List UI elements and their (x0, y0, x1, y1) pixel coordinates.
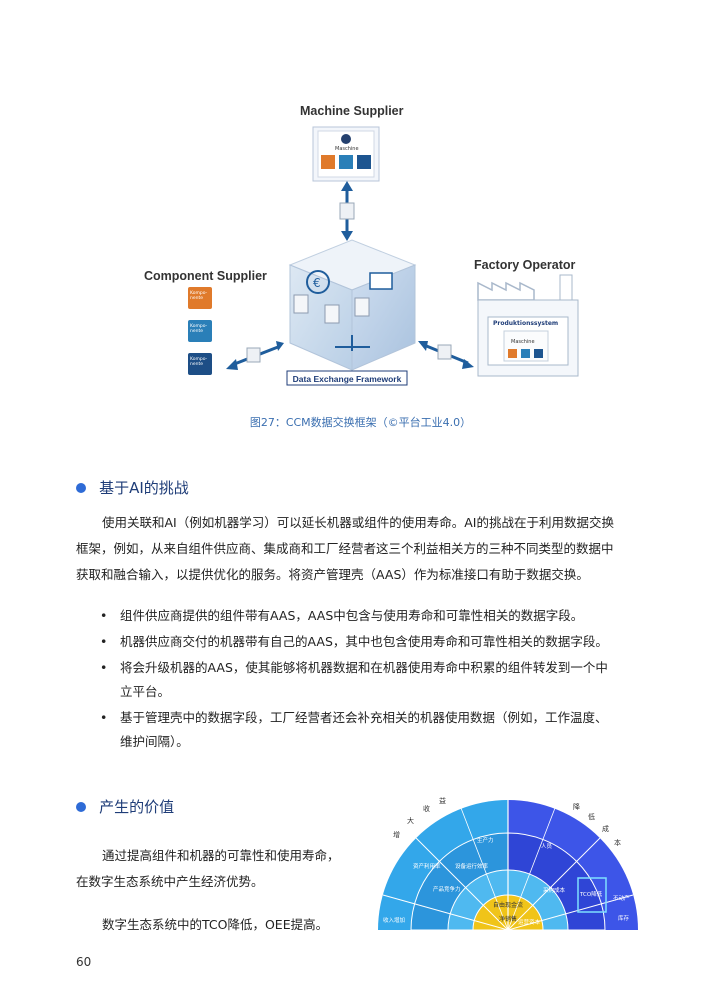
right-exchange-arrow (418, 341, 474, 369)
machine-label: Maschine (335, 146, 359, 152)
bullet-text: 维护间隔）。 (120, 734, 189, 749)
framework-label: Data Exchange Framework (293, 374, 402, 384)
arc-label: 成 (602, 825, 609, 833)
para-line: 获取和融合输入，以提供优化的服务。将资产管理壳（AAS）作为标准接口有助于数据交… (76, 567, 589, 582)
bullet-text: 立平台。 (120, 684, 171, 699)
bullet-dot-icon: • (100, 710, 108, 725)
section1-heading: 基于AI的挑战 (76, 477, 189, 498)
arc-label: 低 (588, 813, 595, 821)
para-line: 使用关联和AI（例如机器学习）可以延长机器或组件的使用寿命。AI的挑战在于利用数… (102, 515, 614, 530)
bullet-list: • 组件供应商提供的组件带有AAS，AAS中包含与使用寿命和可靠性相关的数据字段… (100, 604, 660, 754)
bullet-item: • 基于管理壳中的数据字段，工厂经营者还会补充相关的机器使用数据（例如，工作温度… (100, 706, 660, 754)
bullet-item: • 将会升级机器的AAS，使其能够将机器数据和在机器使用寿命中积累的组件转发到一… (100, 656, 660, 704)
arc-label: 本 (614, 839, 621, 847)
left-exchange-arrow (226, 341, 284, 370)
factory-operator-building (477, 274, 579, 377)
sunburst-label: 生产力 (477, 838, 494, 844)
figure-caption: 图27：CCM数据交换框架（©平台工业4.0） (249, 416, 472, 429)
produktionssystem-label: Produktionssystem (493, 320, 559, 327)
komponente-label-2: Kompo-nente (190, 324, 208, 334)
arc-label: 大 (407, 817, 414, 825)
bullet-item: • 机器供应商交付的机器带有自己的AAS，其中也包含使用寿命和可靠性相关的数据字… (100, 630, 660, 654)
sunburst-label: 人员 (541, 844, 553, 850)
komponente-label-3: Kompo-nente (190, 357, 208, 367)
bullet-dot-icon: • (100, 634, 108, 649)
factory-machine-label: Maschine (511, 339, 535, 345)
section-bullet-icon (76, 483, 86, 493)
sunburst-label: 设备运行效率 (455, 864, 489, 870)
section-bullet-icon (76, 802, 86, 812)
value-sunburst-figure: 自由现金流 净销售 收入增加 产品竞争力 生产力 资产利用率 设备运行效率 人员… (373, 790, 643, 931)
bullet-text: 组件供应商提供的组件带有AAS，AAS中包含与使用寿命和可靠性相关的数据字段。 (120, 608, 584, 623)
sunburst-label: 库存 (618, 916, 630, 922)
section1-paragraph: 使用关联和AI（例如机器学习）可以延长机器或组件的使用寿命。AI的挑战在于利用数… (76, 510, 666, 588)
sunburst-label: 采购成本 (543, 888, 566, 894)
section2-title: 产生的价值 (99, 798, 175, 816)
bullet-dot-icon: • (100, 660, 108, 675)
bullet-text: 基于管理壳中的数据字段，工厂经营者还会补充相关的机器使用数据（例如，工作温度、 (120, 710, 608, 725)
arc-label: 益 (439, 797, 446, 805)
data-exchange-cube: € (288, 239, 417, 371)
section1-title: 基于AI的挑战 (99, 479, 189, 497)
machine-supplier-label: Machine Supplier (300, 104, 404, 118)
vertical-exchange-arrow (339, 181, 355, 241)
sunburst-label: 资产利用率 (413, 864, 441, 870)
section2-paragraph-1: 通过提高组件和机器的可靠性和使用寿命， 在数字生态系统中产生经济优势。 (76, 843, 366, 895)
sunburst-center-top: 自由现金流 (492, 902, 523, 909)
bullet-text: 将会升级机器的AAS，使其能够将机器数据和在机器使用寿命中积累的组件转发到一个中 (120, 660, 608, 675)
sunburst-label: TCO降低 (580, 892, 603, 898)
ccm-framework-figure: € Data Exchange Framework (130, 95, 590, 395)
bullet-dot-icon: • (100, 608, 108, 623)
machine-supplier-box (312, 126, 380, 182)
sunburst-label: 不动产 (613, 896, 630, 902)
bullet-item: • 组件供应商提供的组件带有AAS，AAS中包含与使用寿命和可靠性相关的数据字段… (100, 604, 660, 628)
arc-label: 降 (573, 803, 580, 811)
sunburst-label: 运营资本 (518, 920, 541, 926)
section2-paragraph-2: 数字生态系统中的TCO降低，OEE提高。 (102, 917, 329, 932)
sunburst-label: 收入增加 (383, 918, 406, 924)
factory-operator-label: Factory Operator (474, 258, 576, 272)
component-supplier-label: Component Supplier (144, 269, 267, 283)
bullet-text: 机器供应商交付的机器带有自己的AAS，其中也包含使用寿命和可靠性相关的数据字段。 (120, 634, 608, 649)
sunburst-label: 产品竞争力 (433, 887, 461, 893)
para-line: 框架，例如，从来自组件供应商、集成商和工厂经营者这三个利益相关方的三种不同类型的… (76, 541, 614, 556)
komponente-label-1: Kompo-nente (190, 291, 208, 301)
sunburst-center-bottom: 净销售 (498, 916, 517, 923)
svg-text:€: € (313, 276, 321, 290)
arc-label: 增 (393, 831, 400, 839)
component-supplier-stack (188, 287, 212, 375)
para-line: 通过提高组件和机器的可靠性和使用寿命， (102, 848, 340, 863)
arc-label: 收 (423, 805, 430, 813)
page-number: 60 (76, 955, 92, 969)
section2-heading: 产生的价值 (76, 796, 174, 817)
para-line: 在数字生态系统中产生经济优势。 (76, 874, 264, 889)
